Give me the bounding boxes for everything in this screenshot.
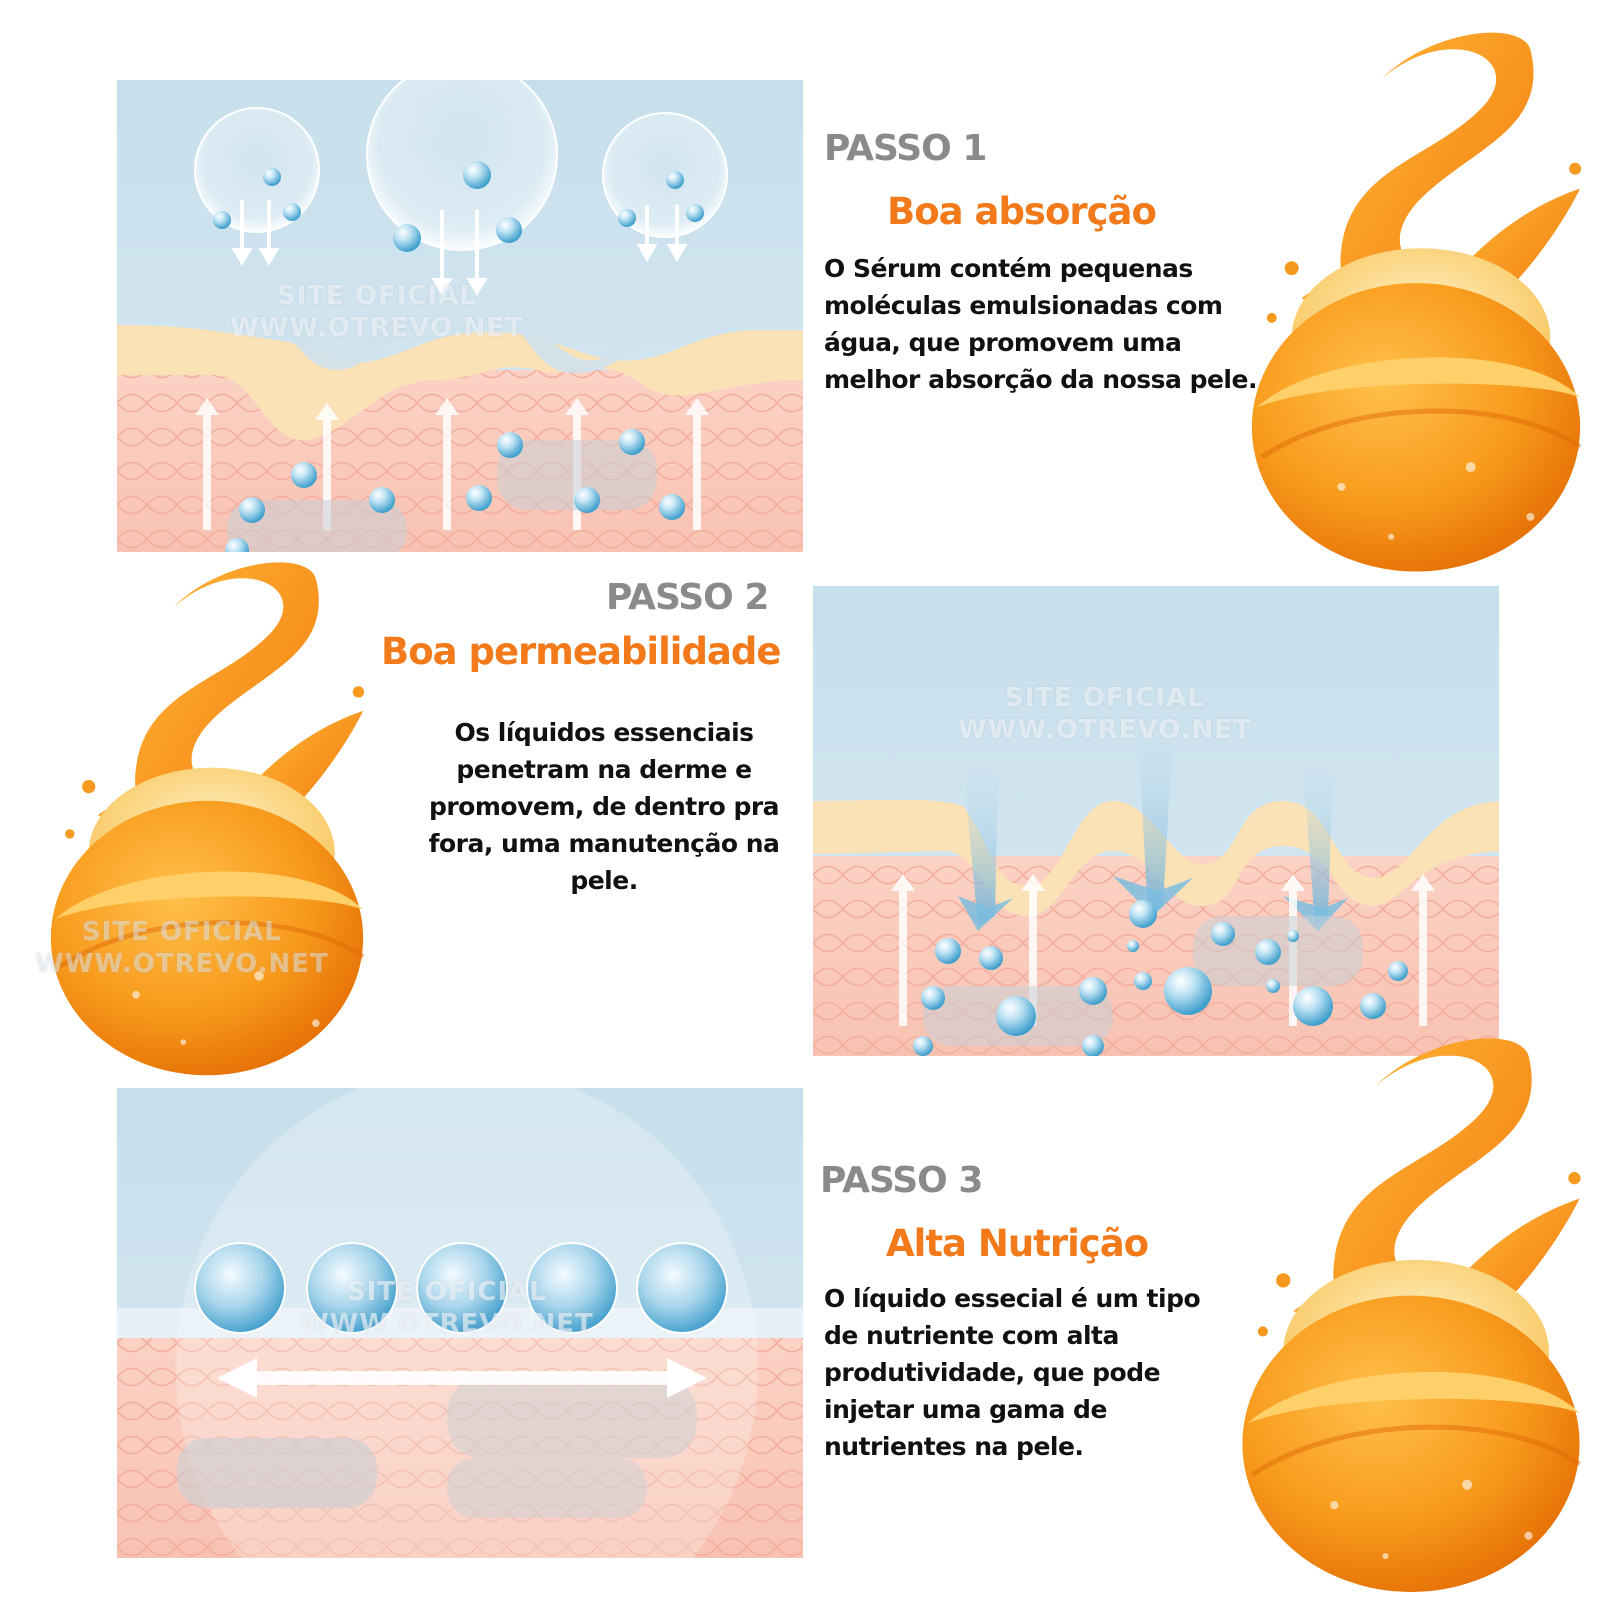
step-3-description: O líquido essecial é um tipo de nutrient… (824, 1284, 1201, 1461)
step-2-description: Os líquidos essenciais penetram na derme… (428, 718, 780, 895)
watermark-line2: WWW.OTREVO.NET (230, 313, 524, 343)
orange-splash-image (12, 550, 402, 1080)
orange-splash-image (1232, 8, 1600, 588)
watermark-line1: SITE OFICIAL (346, 1277, 547, 1307)
watermark-line2: WWW.OTREVO.NET (958, 715, 1252, 745)
watermark-line1: SITE OFICIAL (81, 917, 282, 947)
step-2-title: Boa permeabilidade (381, 630, 781, 673)
orange-splash-image (1222, 1022, 1600, 1600)
step-2-label: PASSO 2 (606, 577, 769, 618)
diagram-absorption (117, 80, 803, 552)
diagram-nutrition (117, 1088, 803, 1558)
step-3-label: PASSO 3 (820, 1160, 983, 1201)
step-1-description: O Sérum contém pequenas moléculas emulsi… (824, 254, 1257, 394)
watermark-line1: SITE OFICIAL (1004, 683, 1205, 713)
watermark-line1: SITE OFICIAL (276, 281, 477, 311)
step-3-title: Alta Nutrição (886, 1222, 1149, 1265)
watermark: SITE OFICIAL WWW.OTREVO.NET (300, 1276, 594, 1340)
diagram-permeability (813, 586, 1499, 1056)
step-1-title: Boa absorção (887, 190, 1157, 233)
watermark: SITE OFICIAL WWW.OTREVO.NET (958, 682, 1252, 746)
watermark: SITE OFICIAL WWW.OTREVO.NET (230, 280, 524, 344)
watermark-line2: WWW.OTREVO.NET (300, 1309, 594, 1339)
watermark: SITE OFICIAL WWW.OTREVO.NET (35, 916, 329, 980)
watermark-line2: WWW.OTREVO.NET (35, 949, 329, 979)
step-1-label: PASSO 1 (824, 128, 987, 169)
